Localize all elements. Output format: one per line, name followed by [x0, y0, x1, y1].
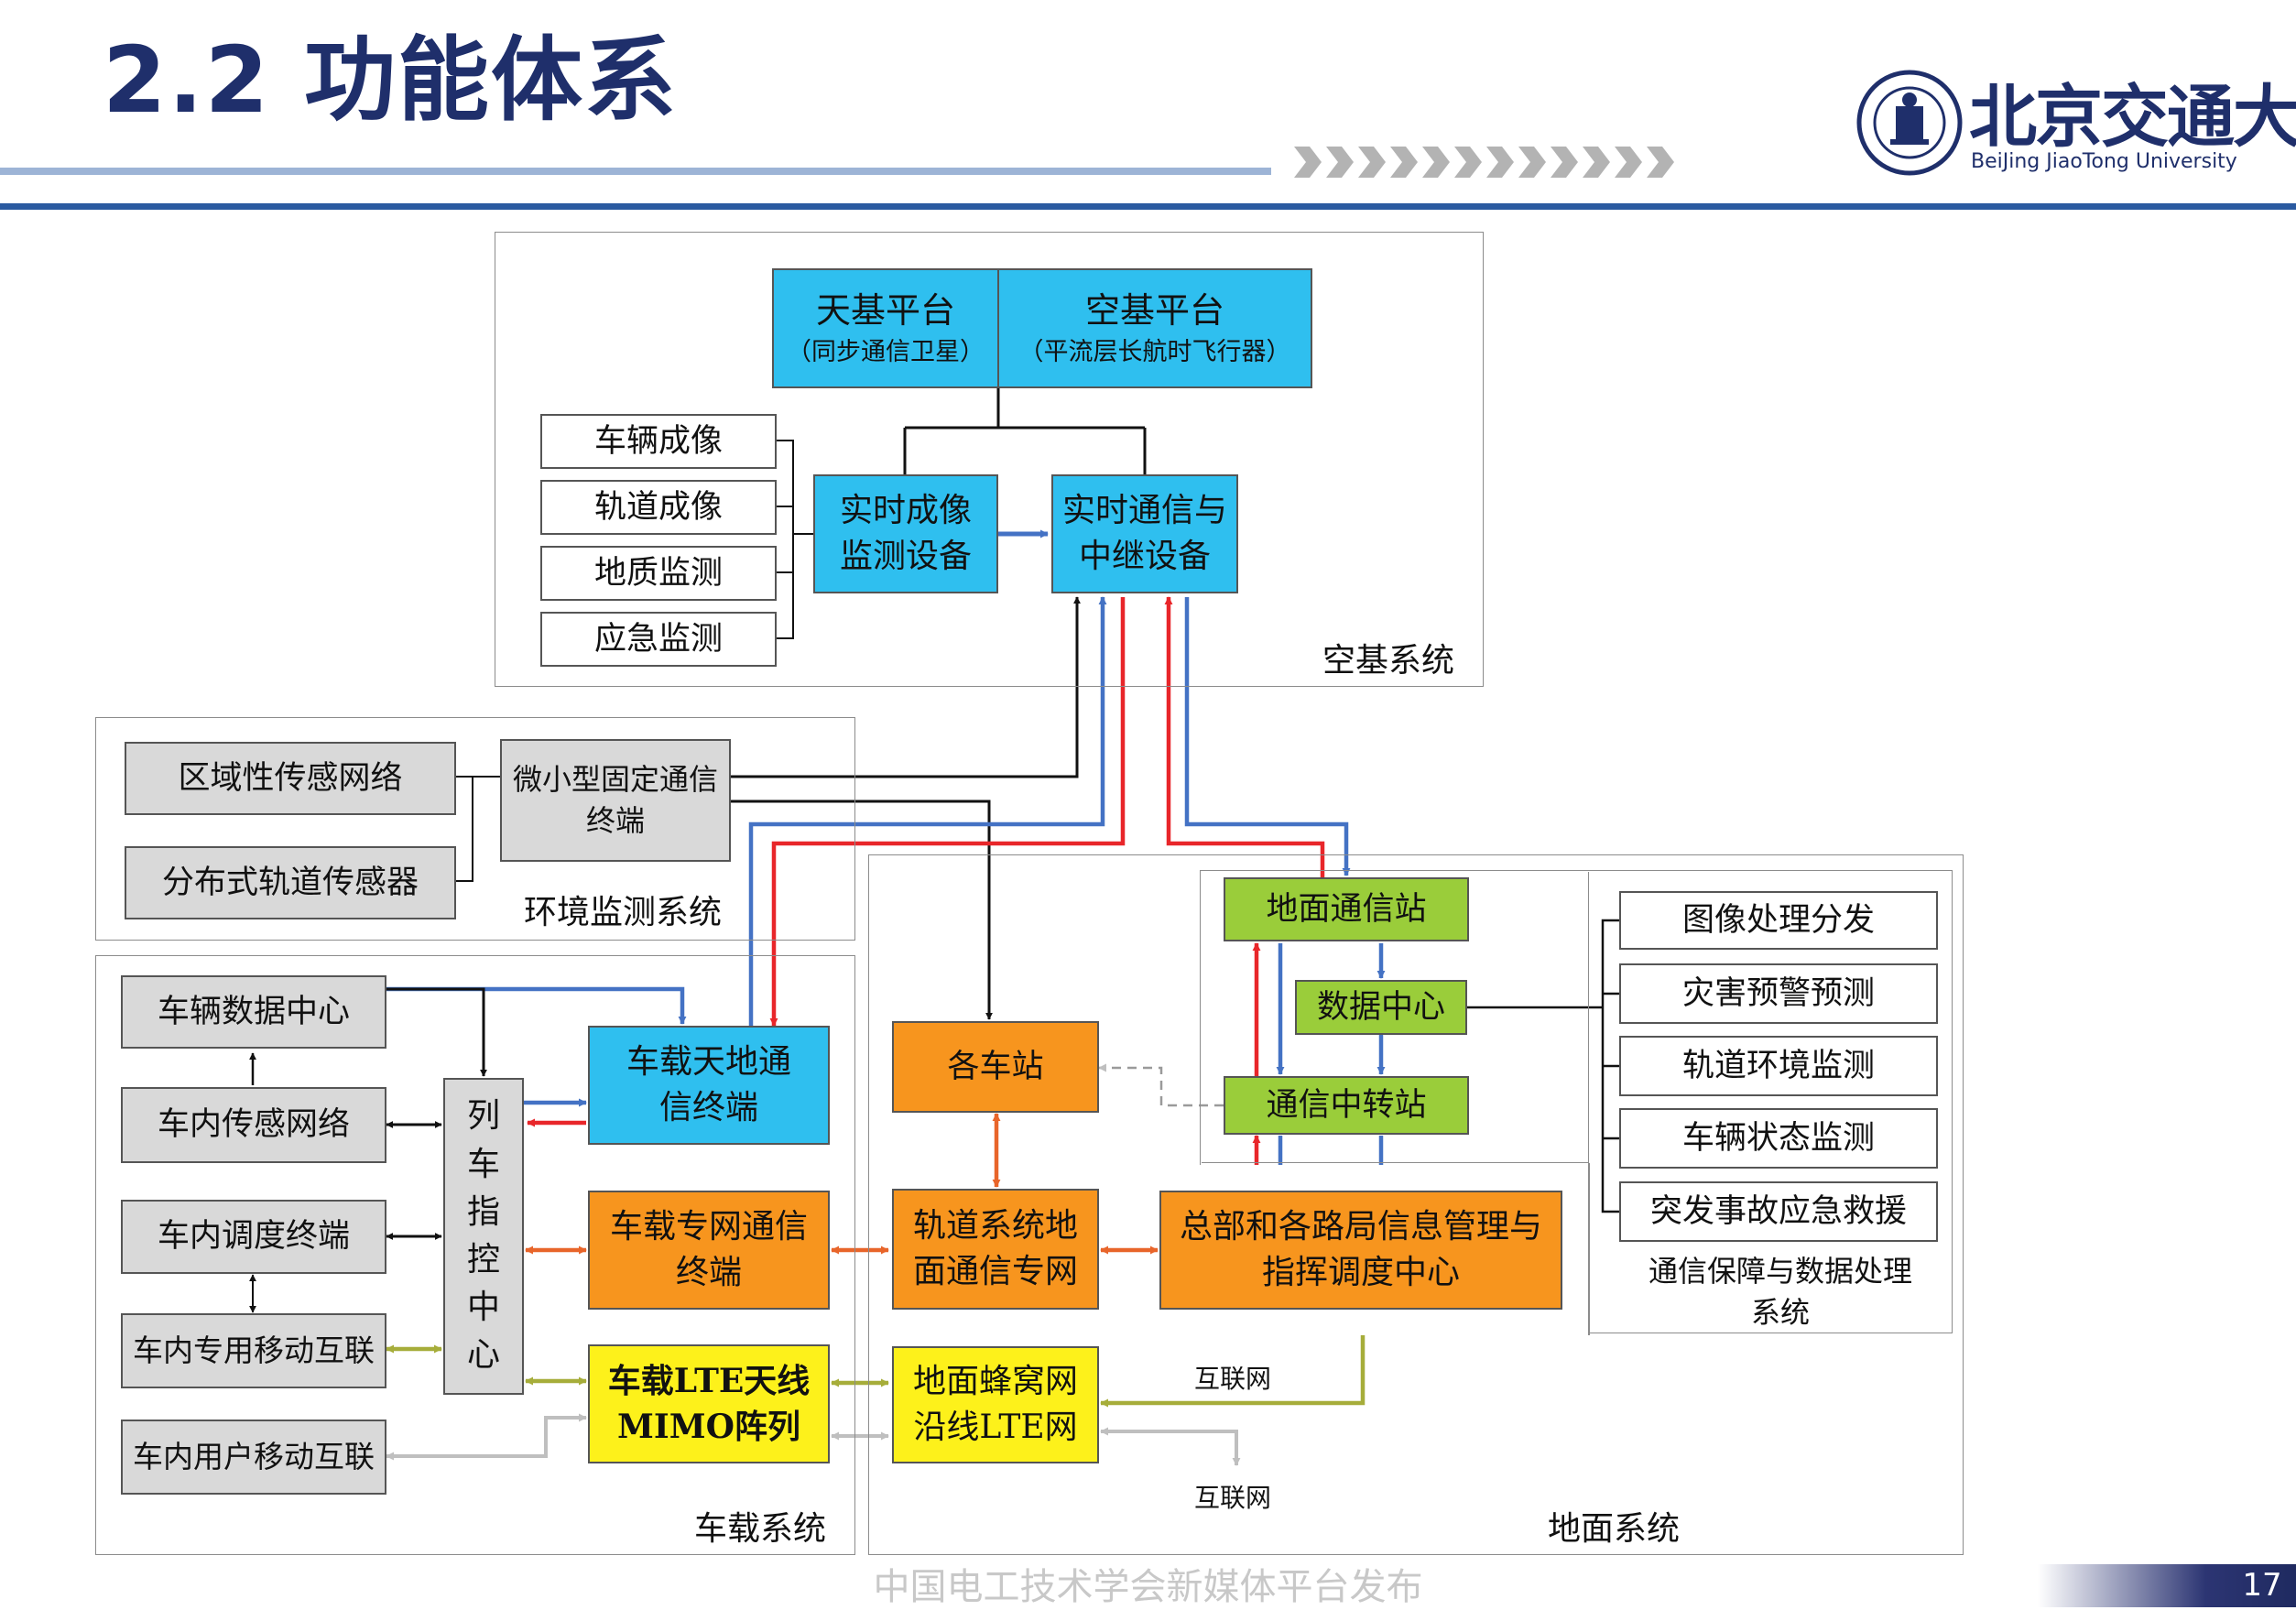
node-onboard-sensor-net[interactable]: 车内传感网络: [121, 1087, 386, 1163]
line-env-bracket: [456, 776, 500, 882]
page-number-bar: [2038, 1564, 2296, 1607]
page-number: 17: [2242, 1567, 2282, 1604]
arrow-relay-to-onboard-red: [769, 597, 1126, 1027]
ground-system-boundary: [868, 854, 1964, 1555]
footer-watermark: 中国电工技术学会新媒体平台发布: [873, 1566, 1423, 1608]
node-relay-station[interactable]: 通信中转站: [1224, 1076, 1469, 1135]
node-track-imaging[interactable]: 轨道成像: [540, 480, 777, 535]
ground-system-label: 地面系统: [1548, 1510, 1681, 1548]
node-onboard-sat-terminal[interactable]: 车载天地通信终端: [588, 1026, 830, 1145]
node-accident-rescue[interactable]: 突发事故应急救援: [1619, 1181, 1938, 1242]
node-tianji-platform[interactable]: 天基平台 （同步通信卫星）: [772, 268, 999, 388]
node-kongji-platform[interactable]: 空基平台 （平流层长航时飞行器）: [997, 268, 1312, 388]
arrow-relay-to-ground-blue: [1184, 597, 1351, 876]
header-rule-light: [0, 168, 1271, 175]
node-kongji-title: 空基平台: [1084, 290, 1224, 331]
node-rt-comm[interactable]: 实时通信与中继设备: [1051, 474, 1238, 593]
node-tianji-sub: （同步通信卫星）: [787, 338, 985, 367]
arrow-ground-to-relay-red: [1164, 596, 1325, 877]
edge-label-internet-1: 互联网: [1194, 1364, 1272, 1394]
node-ground-comm-station[interactable]: 地面通信站: [1224, 877, 1469, 941]
arrow-cellular-internet-gray: [1100, 1427, 1241, 1466]
vehicle-system-boundary: [95, 955, 855, 1555]
arrow-onboard-to-relay-blue: [748, 596, 1107, 1026]
node-geo-monitor[interactable]: 地质监测: [540, 546, 777, 601]
line-datacenter-to-subsystems: [1467, 919, 1619, 1213]
vehicle-system-label: 车载系统: [694, 1510, 827, 1548]
node-onboard-dispatch[interactable]: 车内调度终端: [121, 1200, 386, 1274]
node-kongji-sub: （平流层长航时飞行器）: [1018, 338, 1291, 367]
node-vehicle-status-monitor[interactable]: 车辆状态监测: [1619, 1108, 1938, 1169]
node-onboard-user-mobile[interactable]: 车内用户移动互联: [121, 1420, 386, 1495]
node-train-control[interactable]: 列车指控中心: [443, 1078, 524, 1395]
node-vehicle-imaging[interactable]: 车辆成像: [540, 414, 777, 469]
environment-system-boundary: [95, 717, 855, 941]
line-platform-tree: [903, 387, 1147, 476]
node-tianji-title: 天基平台: [815, 290, 955, 331]
arrow-relay-to-stations-dashed: [1098, 1063, 1224, 1107]
university-logo: 北京交通大学 BeiJing JiaoTong University: [1855, 55, 2296, 192]
edge-label-internet-2: 互联网: [1194, 1483, 1272, 1513]
chevron-decoration: [1294, 147, 1674, 178]
node-data-center[interactable]: 数据中心: [1295, 980, 1467, 1035]
node-vehicle-data-center[interactable]: 车辆数据中心: [121, 975, 386, 1049]
node-hq-center[interactable]: 总部和各路局信息管理与指挥调度中心: [1159, 1191, 1562, 1310]
node-disaster-warning[interactable]: 灾害预警预测: [1619, 963, 1938, 1024]
university-name-cn: 北京交通大学: [1969, 78, 2296, 157]
comm-data-system-label: 通信保障与数据处理系统: [1648, 1254, 1912, 1330]
arrow-cellular-hq-internet: [1100, 1311, 1367, 1408]
node-cellular-lte[interactable]: 地面蜂窝网沿线LTE网: [892, 1346, 1099, 1463]
header-rule-dark: [0, 203, 2296, 210]
node-rail-ground-net[interactable]: 轨道系统地面通信专网: [892, 1189, 1099, 1310]
page-title: 2.2 功能体系: [103, 27, 678, 134]
node-image-dist[interactable]: 图像处理分发: [1619, 891, 1938, 950]
node-rt-imaging[interactable]: 实时成像监测设备: [813, 474, 998, 593]
node-onboard-lte-mimo[interactable]: 车载LTE天线MIMO阵列: [588, 1344, 830, 1463]
node-micro-terminal[interactable]: 微小型固定通信终端: [500, 739, 731, 862]
node-emergency-monitor[interactable]: 应急监测: [540, 612, 777, 667]
node-dist-track-sensor[interactable]: 分布式轨道传感器: [125, 846, 456, 919]
comm-data-boundary-notch: [1202, 872, 1589, 1163]
comm-data-boundary-inner: [1588, 1163, 1590, 1335]
arrow-micro-to-stations: [731, 800, 993, 1020]
university-seal-icon: [1856, 70, 1963, 176]
university-name-en: BeiJing JiaoTong University: [1971, 150, 2237, 173]
node-onboard-mobile-private[interactable]: 车内专用移动互联: [121, 1313, 386, 1388]
environment-system-label: 环境监测系统: [524, 894, 723, 931]
node-track-env-monitor[interactable]: 轨道环境监测: [1619, 1036, 1938, 1096]
arrow-user-to-lte: [386, 1413, 587, 1461]
space-system-boundary: [495, 232, 1484, 687]
node-onboard-private-terminal[interactable]: 车载专网通信终端: [588, 1191, 830, 1310]
line-imaging-bracket: [777, 440, 813, 639]
node-stations[interactable]: 各车站: [892, 1021, 1099, 1113]
arrow-vdc-to-train-control: [385, 987, 487, 1077]
space-system-label: 空基系统: [1322, 642, 1455, 680]
node-regional-sensor[interactable]: 区域性传感网络: [125, 742, 456, 815]
arrow-micro-to-relay: [731, 596, 1081, 778]
